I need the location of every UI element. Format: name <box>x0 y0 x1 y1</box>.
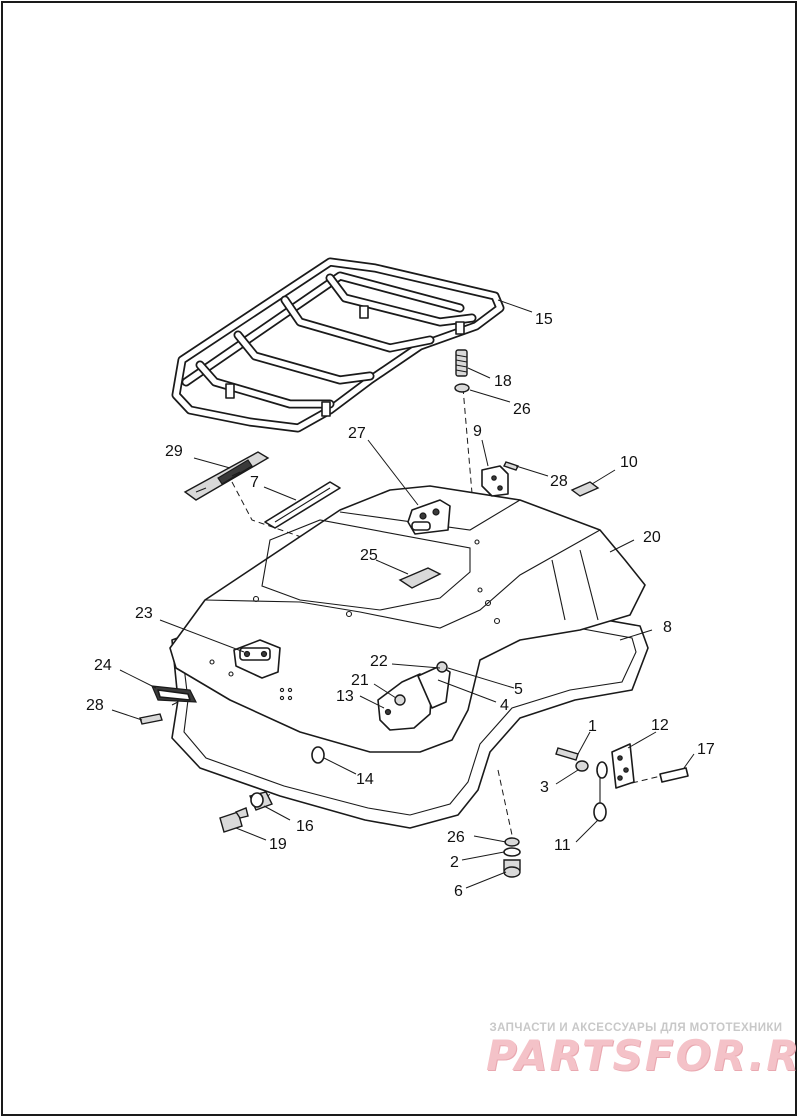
callout-23: 23 <box>135 605 153 622</box>
callout-24: 24 <box>94 657 112 674</box>
callout-21: 21 <box>351 672 369 689</box>
callout-9: 9 <box>473 423 482 440</box>
callout-7: 7 <box>250 474 259 491</box>
callout-13: 13 <box>336 688 354 705</box>
tether-cable-11 <box>593 761 608 822</box>
hinge-bracket-27 <box>407 499 451 535</box>
callout-14: 14 <box>356 771 374 788</box>
callout-17: 17 <box>697 741 715 758</box>
washer-26-bottom <box>504 837 520 847</box>
acorn-nut-6 <box>503 859 521 878</box>
callout-25: 25 <box>360 547 378 564</box>
callout-26: 26 <box>447 829 465 846</box>
callout-16: 16 <box>296 818 314 835</box>
hinge-9 <box>481 465 509 497</box>
callout-15: 15 <box>535 311 553 328</box>
callout-4: 4 <box>500 697 509 714</box>
callout-labels: 15 18 26 27 9 10 29 7 28 20 25 8 23 24 2… <box>86 311 715 900</box>
callout-19: 19 <box>269 836 287 853</box>
callout-1: 1 <box>588 718 597 735</box>
callout-29: 29 <box>165 443 183 460</box>
callout-11: 11 <box>554 837 571 854</box>
spring-18 <box>455 349 468 377</box>
hinge-assembly-21 <box>377 661 451 731</box>
callout-28: 28 <box>550 473 568 490</box>
gasket-strip-7 <box>264 481 341 529</box>
latch-bracket-23 <box>233 639 281 679</box>
callout-12: 12 <box>651 717 669 734</box>
callout-5: 5 <box>514 681 523 698</box>
callout-2: 2 <box>450 854 459 871</box>
callout-20: 20 <box>643 529 661 546</box>
reflector-24 <box>151 685 197 703</box>
watermark-logo: PARTSFOR.RU <box>486 1031 800 1080</box>
watermark: ЗАПЧАСТИ И АКСЕССУАРЫ ДЛЯ МОТОТЕХНИКИ PA… <box>486 1022 800 1080</box>
bolt-28-left <box>139 713 163 725</box>
callout-28: 28 <box>86 697 104 714</box>
callout-27: 27 <box>348 425 366 442</box>
callout-22: 22 <box>370 653 388 670</box>
pin-17 <box>659 767 689 783</box>
leader-lines <box>111 299 695 889</box>
callout-18: 18 <box>494 373 512 390</box>
callout-8: 8 <box>663 619 672 636</box>
screw-1 <box>555 747 579 761</box>
bushing-3 <box>575 760 589 772</box>
watermark-tagline: ЗАПЧАСТИ И АКСЕССУАРЫ ДЛЯ МОТОТЕХНИКИ <box>489 1022 783 1034</box>
callout-26: 26 <box>513 401 531 418</box>
label-plate-25 <box>398 567 442 589</box>
mounting-plate-29 <box>183 451 270 501</box>
lock-cylinder-16 <box>249 791 273 811</box>
pad-10 <box>570 481 600 497</box>
callout-10: 10 <box>620 454 638 471</box>
washer-2 <box>503 847 521 857</box>
trunk-lid-20 <box>169 485 646 753</box>
luggage-rack-15 <box>171 257 505 433</box>
grommet-14 <box>311 746 325 764</box>
screw-28-top <box>503 461 519 471</box>
callout-3: 3 <box>540 779 549 796</box>
bracket-plate-12 <box>611 743 635 789</box>
washer-26-top <box>454 383 470 393</box>
key-19 <box>219 807 249 833</box>
callout-6: 6 <box>454 883 463 900</box>
